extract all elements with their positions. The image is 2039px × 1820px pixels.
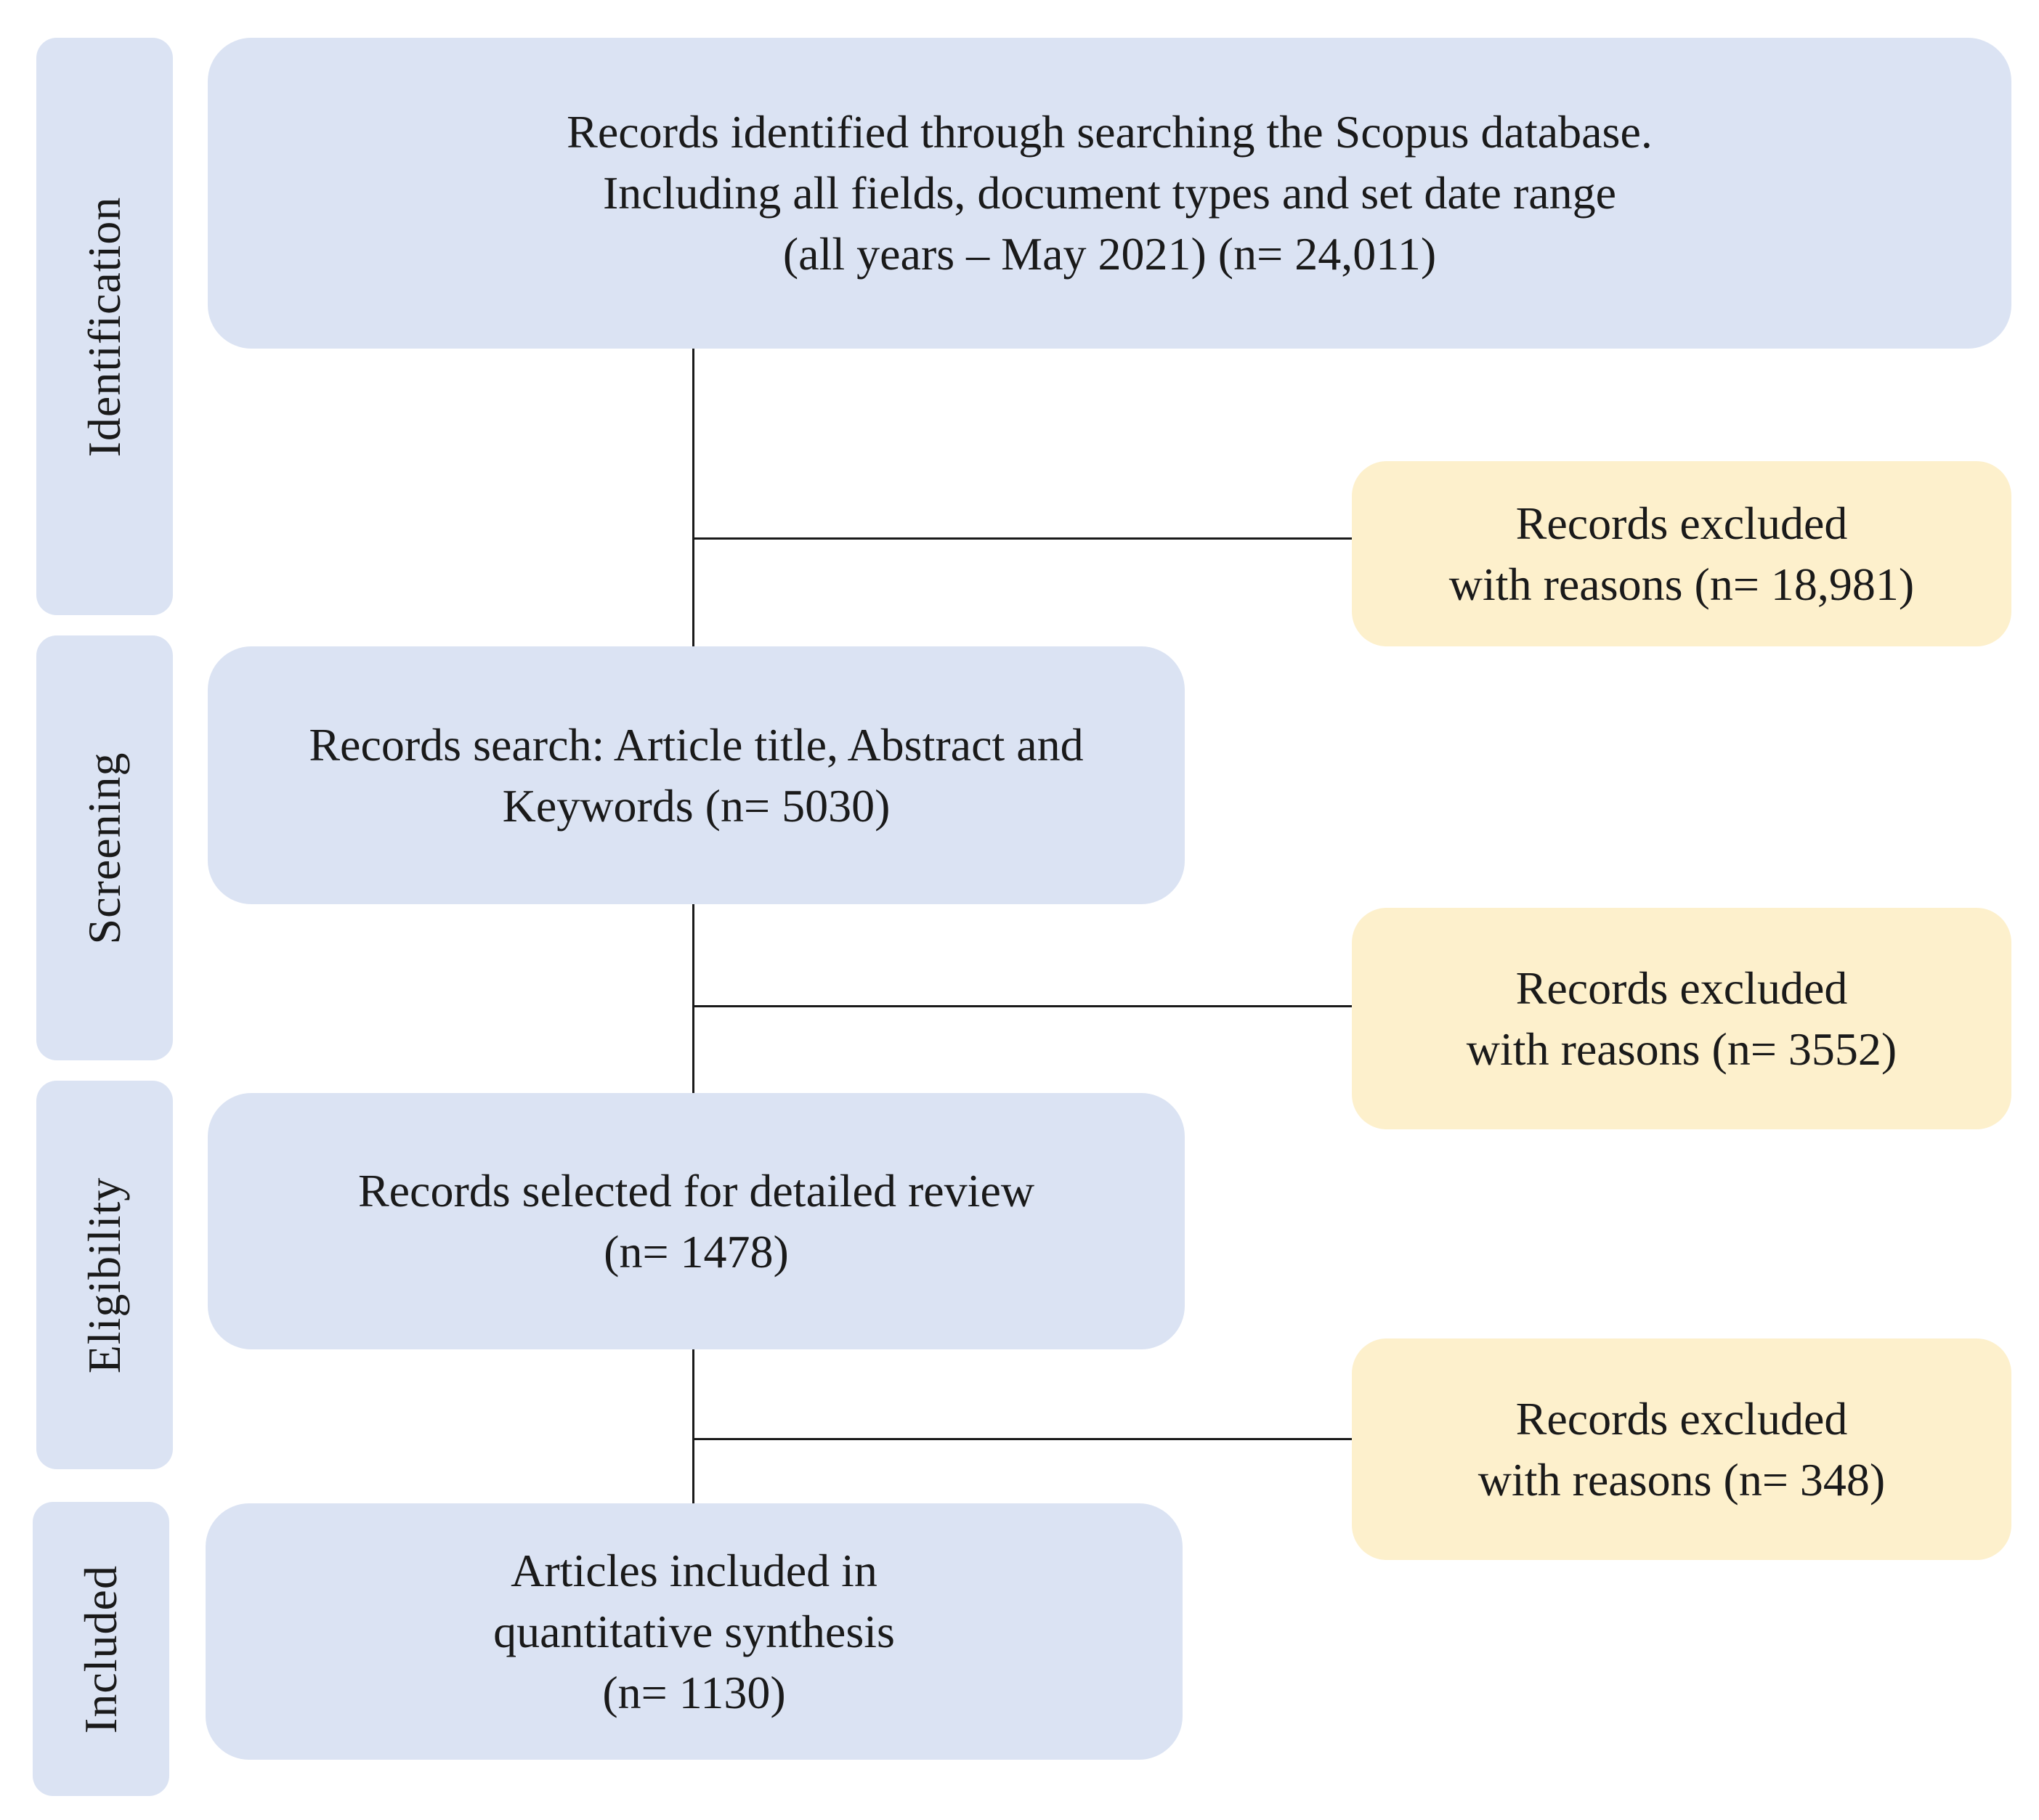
included-line-1: Articles included in bbox=[511, 1544, 877, 1596]
excluded-3-line-1: Records excluded bbox=[1515, 1392, 1848, 1445]
excluded-2-line-1: Records excluded bbox=[1515, 962, 1848, 1014]
box-articles-included: Articles included in quantitative synthe… bbox=[206, 1503, 1183, 1760]
identified-line-2: Including all fields, document types and… bbox=[602, 167, 1617, 219]
connector-horizontal-3 bbox=[692, 1438, 1352, 1440]
connector-vertical-1 bbox=[692, 349, 694, 646]
connector-vertical-2 bbox=[692, 904, 694, 1093]
stage-label-screening: Screening bbox=[78, 752, 130, 944]
box-records-identified: Records identified through searching the… bbox=[208, 38, 2011, 349]
included-line-2: quantitative synthesis bbox=[493, 1605, 895, 1657]
connector-horizontal-1 bbox=[692, 537, 1352, 540]
excluded-1-line-1: Records excluded bbox=[1515, 497, 1848, 549]
stage-included: Included bbox=[33, 1502, 169, 1796]
identified-line-3: (all years – May 2021) (n= 24,011) bbox=[782, 228, 1437, 280]
included-line-3: (n= 1130) bbox=[602, 1666, 786, 1718]
stage-eligibility: Eligibility bbox=[36, 1081, 173, 1469]
stage-label-identification: Identification bbox=[78, 196, 130, 457]
box-records-eligible: Records selected for detailed review (n=… bbox=[208, 1093, 1185, 1349]
identified-line-1: Records identified through searching the… bbox=[567, 106, 1653, 158]
box-excluded-2: Records excluded with reasons (n= 3552) bbox=[1352, 908, 2011, 1129]
excluded-1-line-2: with reasons (n= 18,981) bbox=[1448, 558, 1915, 610]
box-excluded-3: Records excluded with reasons (n= 348) bbox=[1352, 1338, 2011, 1560]
eligible-line-1: Records selected for detailed review bbox=[357, 1164, 1035, 1216]
box-excluded-1: Records excluded with reasons (n= 18,981… bbox=[1352, 461, 2011, 646]
connector-vertical-3 bbox=[692, 1349, 694, 1503]
screened-line-2: Keywords (n= 5030) bbox=[502, 779, 891, 832]
screened-line-1: Records search: Article title, Abstract … bbox=[309, 718, 1084, 771]
box-records-screened: Records search: Article title, Abstract … bbox=[208, 646, 1185, 904]
excluded-2-line-2: with reasons (n= 3552) bbox=[1466, 1023, 1897, 1075]
stage-screening: Screening bbox=[36, 635, 173, 1060]
stage-identification: Identification bbox=[36, 38, 173, 615]
excluded-3-line-2: with reasons (n= 348) bbox=[1477, 1453, 1886, 1506]
connector-horizontal-2 bbox=[692, 1005, 1352, 1007]
eligible-line-2: (n= 1478) bbox=[604, 1225, 789, 1277]
stage-label-included: Included bbox=[75, 1564, 126, 1734]
stage-label-eligibility: Eligibility bbox=[78, 1177, 130, 1373]
